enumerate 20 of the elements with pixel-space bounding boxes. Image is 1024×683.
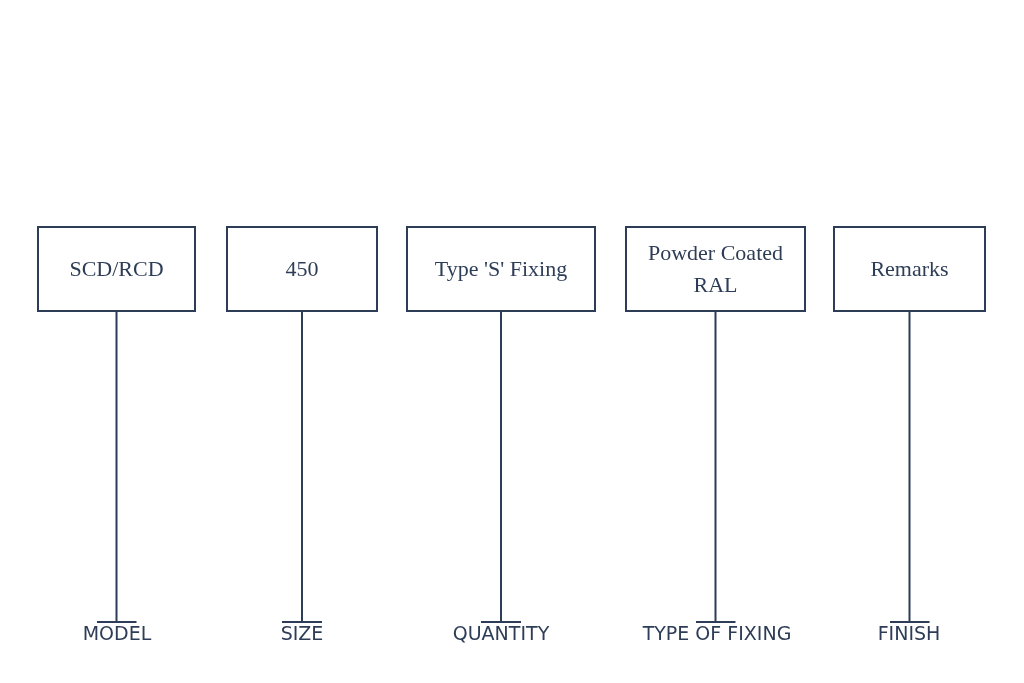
box-text: 450 [284, 255, 320, 284]
field-caption: MODEL [82, 622, 152, 644]
box-text: Remarks [869, 255, 950, 284]
label-box [833, 226, 986, 312]
field-caption: SIZE [280, 622, 324, 644]
label-box [406, 226, 596, 312]
box-text: Type 'S' Fixing [433, 255, 569, 284]
box-text: SCD/RCD [68, 255, 165, 284]
label-box [37, 226, 196, 312]
field-caption: QUANTITY [452, 622, 550, 644]
leader-line [694, 311, 737, 623]
label-box [226, 226, 378, 312]
leader-line [888, 311, 931, 623]
field-caption: TYPE OF FIXING [642, 622, 792, 644]
field-caption: FINISH [877, 622, 941, 644]
leader-line [480, 311, 522, 623]
leader-line [95, 311, 138, 623]
label-box [625, 226, 806, 312]
leader-line [281, 311, 323, 623]
box-text: Powder Coated RAL [647, 239, 784, 299]
